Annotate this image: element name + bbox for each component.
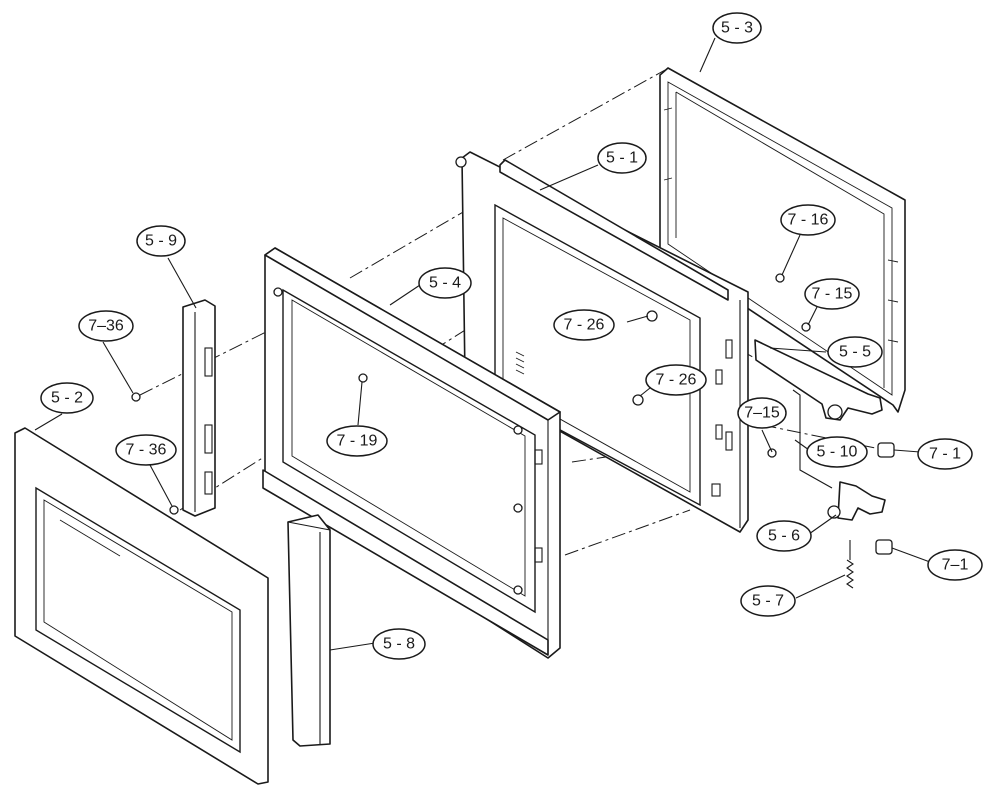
part-lower-bar [287, 514, 331, 747]
callout-5-3: 5 - 3 [712, 12, 762, 44]
svg-text:7 - 15: 7 - 15 [812, 286, 853, 303]
svg-text:7 - 26: 7 - 26 [656, 372, 697, 389]
callout-5-6: 5 - 6 [756, 520, 812, 552]
svg-text:5 - 1: 5 - 1 [606, 150, 638, 167]
svg-text:7 - 19: 7 - 19 [337, 433, 378, 450]
callout-7-26-lower: 7 - 26 [645, 364, 707, 396]
screw-7-26-lower-icon [632, 394, 644, 406]
part-hinge-lever [792, 389, 833, 489]
part-outer-door-panel [14, 427, 269, 785]
callout-7-26-upper: 7 - 26 [553, 309, 615, 341]
callout-5-8: 5 - 8 [372, 628, 426, 660]
svg-text:5 - 5: 5 - 5 [839, 344, 871, 361]
pin-7-1-lower-icon [875, 539, 893, 555]
svg-text:5 - 10: 5 - 10 [817, 444, 858, 461]
callout-5-5: 5 - 5 [827, 336, 883, 368]
screw-7-19-icon [358, 373, 368, 383]
callout-5-10: 5 - 10 [806, 436, 868, 468]
svg-text:5 - 6: 5 - 6 [768, 528, 800, 545]
fasteners [131, 273, 895, 555]
callout-7-1-lower: 7–1 [927, 549, 983, 581]
callout-7-19: 7 - 19 [326, 425, 388, 457]
callout-5-2: 5 - 2 [40, 382, 94, 414]
svg-text:7–36: 7–36 [88, 318, 124, 335]
part-hinge-lower [827, 481, 886, 521]
svg-text:7 - 1: 7 - 1 [929, 446, 961, 463]
vent-holes [515, 351, 525, 375]
svg-text:5 - 3: 5 - 3 [721, 20, 753, 37]
callout-5-4: 5 - 4 [418, 267, 472, 299]
screw-7-15-lower-icon [767, 448, 777, 458]
svg-text:5 - 4: 5 - 4 [429, 275, 461, 292]
callout-7-36-lower: 7 - 36 [115, 434, 177, 466]
callout-5-9: 5 - 9 [136, 225, 186, 257]
svg-text:5 - 2: 5 - 2 [51, 390, 83, 407]
screw-7-16-icon [775, 273, 785, 283]
svg-text:7 - 26: 7 - 26 [564, 317, 605, 334]
svg-text:7–15: 7–15 [744, 405, 780, 422]
callout-7-36-upper: 7–36 [78, 310, 134, 342]
leader-lines [34, 37, 931, 651]
part-door-frame [262, 247, 561, 659]
part-spring [846, 540, 854, 589]
callouts: 5 - 3 5 - 1 7 - 16 5 - 9 5 - 4 7 - 15 7–… [40, 12, 983, 660]
callout-5-1: 5 - 1 [597, 142, 647, 174]
svg-text:7 - 36: 7 - 36 [126, 442, 167, 459]
callout-7-15-lower: 7–15 [737, 397, 787, 429]
callout-7-16: 7 - 16 [780, 204, 836, 236]
svg-text:7–1: 7–1 [942, 557, 969, 574]
pin-7-1-upper-icon [877, 442, 895, 458]
svg-text:5 - 7: 5 - 7 [752, 593, 784, 610]
part-left-latch-bar [182, 299, 216, 517]
hinge-bracket-slots [711, 339, 733, 497]
screw-7-36-lower-icon [169, 505, 179, 515]
part-door-inner-panel [455, 151, 749, 533]
screw-7-26-upper-icon [646, 310, 658, 322]
svg-text:7 - 16: 7 - 16 [788, 212, 829, 229]
screw-7-36-upper-icon [131, 392, 141, 402]
svg-text:5 - 8: 5 - 8 [383, 636, 415, 653]
callout-7-15-upper: 7 - 15 [804, 278, 860, 310]
svg-text:5 - 9: 5 - 9 [145, 233, 177, 250]
callout-7-1-upper: 7 - 1 [917, 438, 973, 470]
callout-5-7: 5 - 7 [740, 585, 796, 617]
part-hinge-upper [754, 339, 883, 421]
